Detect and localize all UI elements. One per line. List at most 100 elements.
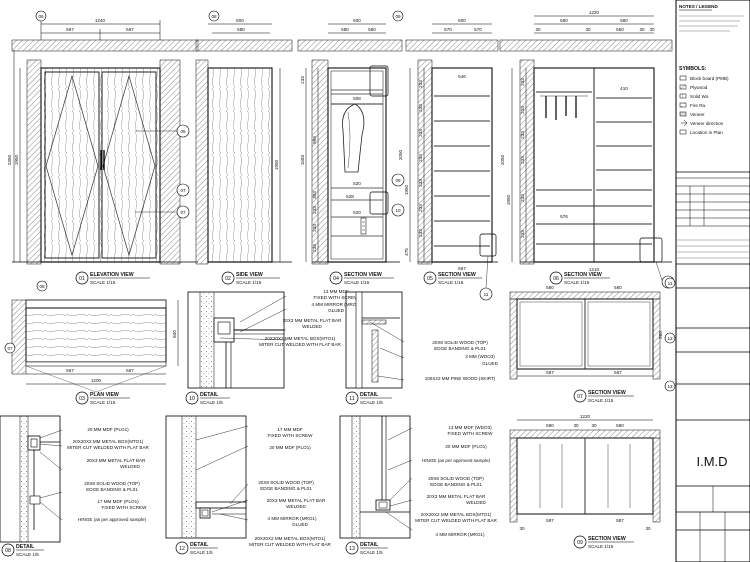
sec3-vert-6: 2050 bbox=[500, 154, 505, 165]
sec2-label: SECTION VIEW bbox=[438, 272, 476, 278]
detail8-note-1: 20X20X2 MM METAL BOX(MTO1) bbox=[73, 439, 144, 444]
symbol-3: Fire Ra. bbox=[690, 103, 706, 108]
detail-10: 13 MM MDF FIXED WITH SCREW 4 MM MIRROR (… bbox=[185, 289, 361, 405]
detail8-note-0: 20 MM MDF (PLO1) bbox=[87, 427, 129, 432]
sec1-vert-6: 233 bbox=[312, 244, 317, 252]
sec3-vert-2: 233 bbox=[520, 131, 525, 139]
detail11-label-num: 11 bbox=[349, 396, 354, 402]
sec1-inner-2: 528 bbox=[346, 194, 354, 199]
side-dim-0: 600 bbox=[236, 18, 244, 23]
sec3-vert-4: 233 bbox=[520, 194, 525, 202]
sec1-dim-2: 580 bbox=[368, 27, 376, 32]
detail13-note-7: WELDED bbox=[466, 500, 486, 505]
sec2-vert-9: 475 bbox=[404, 248, 409, 256]
section-view-06: 1220 580 580 30 30 550 30 30 410 576 121… bbox=[499, 10, 675, 289]
sec1-inner-3: 520 bbox=[353, 210, 361, 215]
detail11-note-3: GLUED bbox=[482, 361, 499, 366]
detail8-note-5: 20X8 SOLID WOOD (TOP) bbox=[84, 481, 140, 486]
detail8-note-8: FIXED WITH SCREW bbox=[102, 505, 148, 510]
sec2-dim-0: 600 bbox=[458, 18, 466, 23]
detail11-note-4: 100X22 MM PINE WOOD (SKIRT) bbox=[425, 376, 496, 381]
sec2-vert-3: 233 bbox=[418, 154, 423, 162]
ref-number-1: 12 bbox=[667, 336, 673, 341]
detail13-note-4: 20X8 SOLID WOOD (TOP) bbox=[428, 476, 484, 481]
side-scale: SCALE 1/15 bbox=[236, 280, 262, 285]
detail12-note-1: FIXED WITH SCREW bbox=[268, 433, 314, 438]
detail10-note-1: FIXED WITH SCREW bbox=[314, 295, 360, 300]
detail13-note-9: MITER CUT WELDED WITH FLAT BAR bbox=[415, 518, 497, 523]
side-height-0: 1950 bbox=[274, 159, 279, 170]
detail8-label: DETAIL bbox=[16, 544, 35, 550]
symbols-title: SYMBOLS: bbox=[679, 66, 707, 72]
section-view-05: 600 570 570 546 567 233 233 233 233 233 … bbox=[398, 18, 499, 301]
detail12-note-6: WELDED bbox=[286, 504, 306, 509]
detail13-note-2: 20 MM MDF (PLO1) bbox=[445, 444, 487, 449]
detail13-note-1: FIXED WITH SCREW bbox=[448, 431, 494, 436]
side-label: SIDE VIEW bbox=[236, 272, 263, 278]
title-block: NOTES / LEGEND SYMBOLS: Block board (PMB… bbox=[664, 0, 750, 562]
detail10-note-7: MITER CUT WELDED WITH FLAT BAR bbox=[259, 342, 341, 347]
detail13-note-10: 4 MM MIRROR (MRO1) bbox=[436, 532, 485, 537]
sec1-dim-1: 580 bbox=[341, 27, 349, 32]
sec3-vert-3: 233 bbox=[520, 156, 525, 164]
detail8-note-2: MITER CUT WELDED WITH FLAT BAR bbox=[67, 445, 149, 450]
detail10-note-2: 4 MM MIRROR (MRO1) bbox=[312, 302, 361, 307]
detail12-note-8: GLUED bbox=[292, 522, 309, 527]
elevation-dim-0: 1240 bbox=[95, 18, 106, 23]
sec1-label-num: 04 bbox=[333, 276, 339, 282]
detail12-note-9: 20X20X2 MM METAL BOX(MTO1) bbox=[255, 536, 326, 541]
sec7-dim-0: 580 bbox=[546, 285, 554, 290]
detail13-note-8: 20X20X2 MM METAL BOX(MTO1) bbox=[421, 512, 492, 517]
sec9-dim-8: 30 bbox=[645, 526, 651, 531]
detail8-note-3: 20X3 MM METAL FLAT BAR bbox=[87, 458, 146, 463]
detail12-note-3: 20X8 SOLID WOOD (TOP) bbox=[258, 480, 314, 485]
detail13-note-5: EDGE BANDING & PL01 bbox=[430, 482, 482, 487]
sec3-dim-1: 580 bbox=[560, 18, 568, 23]
detail-11: 20X8 SOLID WOOD (TOP) EDGE BANDING & PL0… bbox=[345, 291, 499, 405]
sec9-dim-3: 30 bbox=[591, 423, 597, 428]
side-tag-1: 07 bbox=[180, 188, 186, 193]
detail8-note-6: EDGE BANDING & PL01 bbox=[86, 487, 138, 492]
sec1-inner-0: 508 bbox=[353, 96, 361, 101]
elevation-height-0: 2350 bbox=[7, 154, 12, 165]
sec7-label-num: 07 bbox=[577, 394, 583, 400]
plan-scale: SCALE 1/15 bbox=[90, 400, 116, 405]
detail10-label-num: 10 bbox=[189, 396, 195, 402]
detail13-note-0: 13 MM MDF (WDO3) bbox=[448, 425, 492, 430]
ref-number-2: 13 bbox=[667, 384, 673, 389]
sec1-tag-2: 10 bbox=[395, 208, 401, 213]
sec2-vert-0: 233 bbox=[418, 80, 423, 88]
detail13-scale: SCALE 1/5 bbox=[360, 550, 383, 555]
detail13-note-3: HINGE (as per approved sample) bbox=[422, 458, 491, 463]
detail-12: 17 MM MDF FIXED WITH SCREW 20 MM MDF (PL… bbox=[165, 415, 332, 555]
detail12-scale: SCALE 1/5 bbox=[190, 550, 213, 555]
detail12-note-5: 20X3 MM METAL FLAT BAR bbox=[267, 498, 326, 503]
sec3-dim-7: 30 bbox=[649, 27, 655, 32]
sec9-dim-6: 587 bbox=[616, 518, 624, 523]
sec3-inner-0: 410 bbox=[620, 86, 628, 91]
detail11-note-2: 3 MM (WDO3) bbox=[465, 354, 495, 359]
sec3-scale: SCALE 1/15 bbox=[564, 280, 590, 285]
detail8-note-4: WELDED bbox=[120, 464, 140, 469]
plan-view: 567 567 1200 600 08 07 03 PLAN VIEW SCAL… bbox=[4, 280, 179, 405]
side-view: 600 580 1950 08 07 02 SIDE VIEW SCALE 1/… bbox=[176, 10, 293, 285]
detail13-note-6: 20X3 MM METAL FLAT BAR bbox=[427, 494, 486, 499]
elevation-tag-1: 06 bbox=[180, 129, 186, 134]
sec3-vert-0: 233 bbox=[520, 78, 525, 86]
detail12-note-2: 20 MM MDF (PLO1) bbox=[269, 445, 311, 450]
elevation-label: ELEVATION VIEW bbox=[90, 272, 134, 278]
sec3-dim-5: 550 bbox=[616, 27, 624, 32]
plan-dim-2: 1200 bbox=[91, 378, 102, 383]
sec2-vert-5: 233 bbox=[418, 204, 423, 212]
sec1-tag-0: 09 bbox=[395, 14, 401, 19]
sec3-vert-5: 233 bbox=[520, 230, 525, 238]
detail8-label-num: 08 bbox=[5, 548, 11, 554]
sec3-vert-1: 233 bbox=[520, 106, 525, 114]
sec3-dim-6: 30 bbox=[639, 27, 645, 32]
sec3-inner-1: 576 bbox=[560, 214, 568, 219]
sec9-dim-7: 30 bbox=[519, 526, 525, 531]
detail12-label: DETAIL bbox=[190, 542, 209, 548]
sec2-dim-2: 570 bbox=[474, 27, 482, 32]
side-label-num: 02 bbox=[225, 276, 231, 282]
